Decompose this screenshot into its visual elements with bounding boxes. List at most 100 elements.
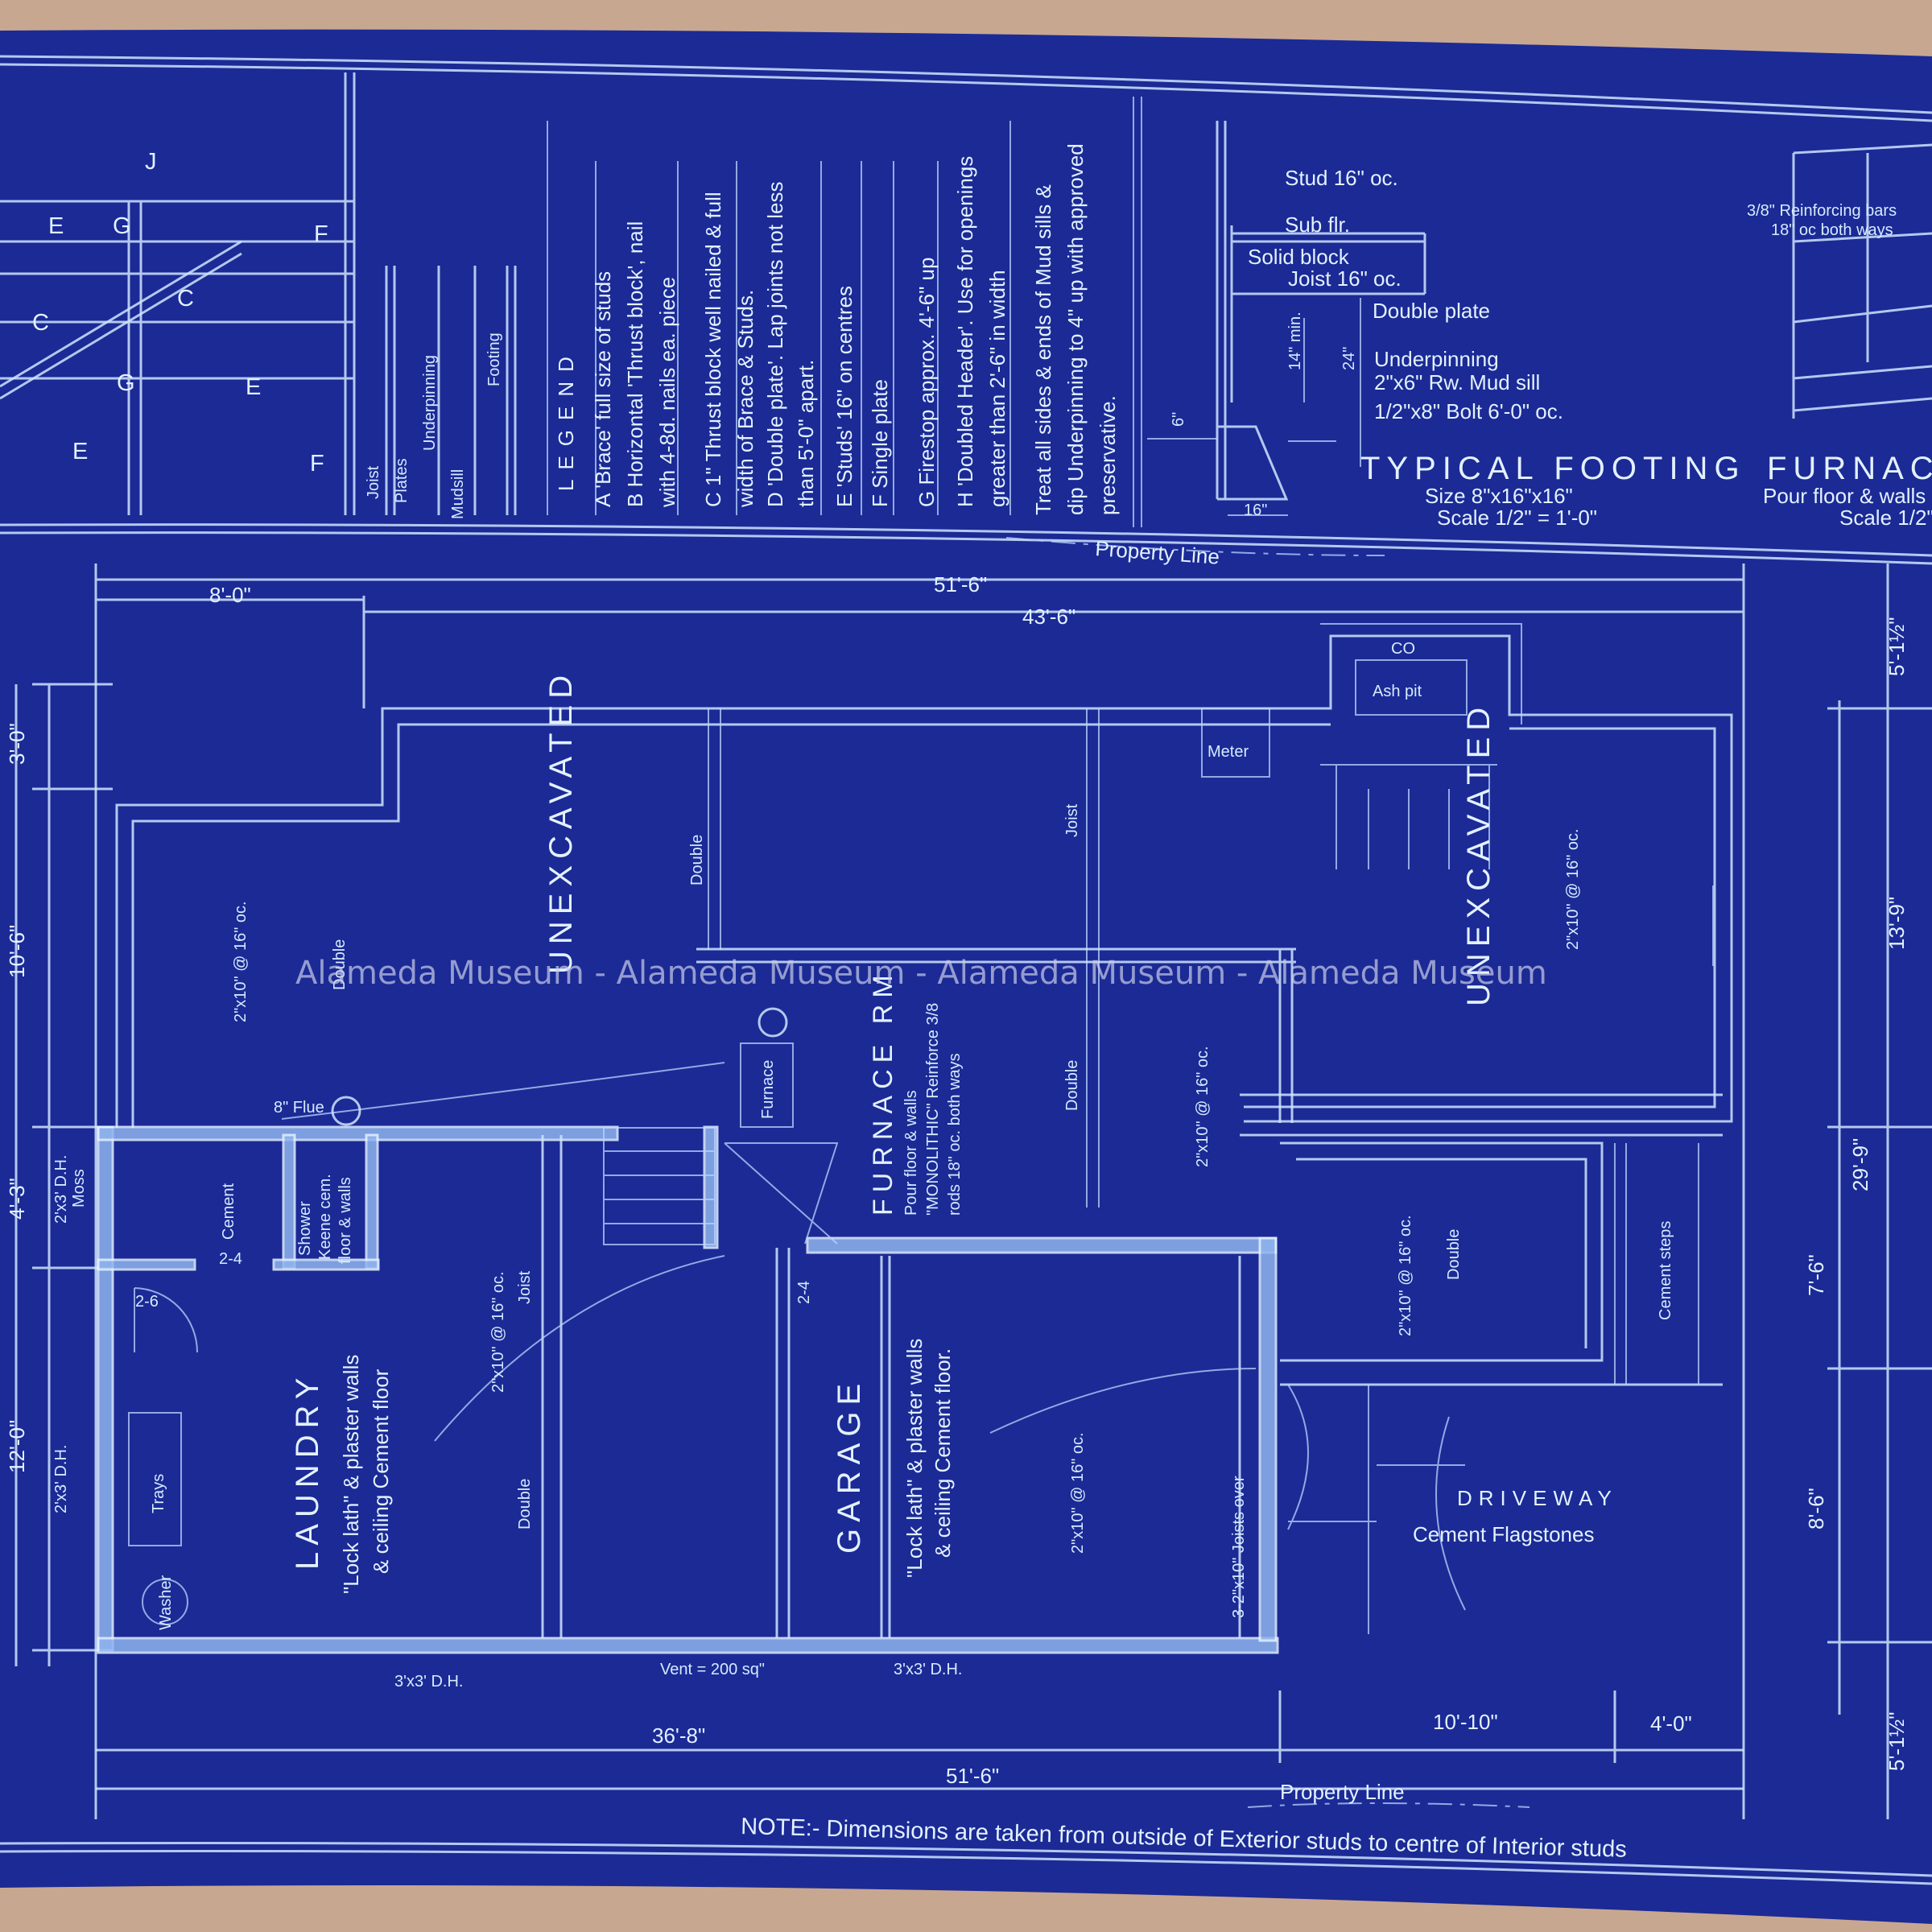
reinforcing-bars-label: 3/8" Reinforcing bars <box>1747 202 1897 220</box>
vent-label: Vent = 200 sq" <box>660 1661 765 1678</box>
washer-label: Washer <box>157 1575 175 1630</box>
shower-note: floor & walls <box>336 1177 354 1264</box>
legend-note-cont: dip Underpinning to 4" up with approved <box>1063 143 1088 515</box>
legend-note-end: preservative. <box>1096 395 1120 515</box>
furnace-room-title: FURNACE RM <box>868 968 898 1216</box>
dim-right: 29'-9" <box>1848 1138 1872 1191</box>
left-dimensions: 3'-0" 10'-6" 4'-3" 12'-0" <box>5 683 113 1666</box>
dim-left: 3'-0" <box>5 723 29 765</box>
garage-note: "Lock lath" & plaster walls <box>902 1339 927 1578</box>
furnace-detail-note: Pour floor & walls <box>1763 484 1926 508</box>
footing-size: Size 8"x16"x16" <box>1425 484 1573 508</box>
interior-framing <box>128 1007 1466 1638</box>
footing-dim: 6" <box>1170 412 1187 427</box>
double-label: Double <box>331 939 349 990</box>
laundry-note: & ceiling Cement floor <box>369 1368 393 1574</box>
legend-item-c-cont: width of Brace & Studs. <box>733 290 758 508</box>
furnace-detail-title: FURNACE <box>1767 451 1932 486</box>
solid-block-label: Solid block <box>1248 245 1350 269</box>
dim-bottom: 36'-8" <box>652 1724 705 1748</box>
dim-right: 5'-1½" <box>1885 1712 1909 1771</box>
joist-label: Joist 16" oc. <box>1288 266 1402 291</box>
detail-label: E <box>48 213 64 239</box>
plan-labels: UNEXCAVATED UNEXCAVATED Double Double Do… <box>52 640 1674 1690</box>
mudsill-label: Mudsill <box>449 469 467 519</box>
concrete-walls <box>97 1125 1279 1654</box>
framing-detail: J E G C F C G E F E Joist Plates Underpi… <box>0 72 517 519</box>
dim-setback: 8'-0" <box>209 583 251 607</box>
dim-left: 12'-0" <box>5 1420 29 1473</box>
typical-footing-detail: 6" 14" min. 24" 16" Stud 16" oc. Sub flr… <box>1147 121 1740 530</box>
garage-note: & ceiling Cement floor. <box>931 1348 955 1558</box>
dim-left: 10'-6" <box>5 925 29 978</box>
footing-scale: Scale 1/2" = 1'-0" <box>1437 506 1597 530</box>
window-label: 2'x3' D.H. <box>52 1445 70 1513</box>
underpinning-label: Underpinning <box>1374 347 1499 371</box>
furnace-detail: 3/8" Reinforcing bars 18" oc both ways F… <box>1747 143 1932 530</box>
legend-item-e: E 'Studs' 16" on centres <box>832 286 857 507</box>
joist-spec: 2"x10" @ 16" oc. <box>232 901 250 1022</box>
dim-bottom: 4'-0" <box>1650 1711 1692 1736</box>
joist-spec: 2"x10" @ 16" oc. <box>1397 1215 1414 1336</box>
joist-label: Joist <box>365 465 382 499</box>
legend-item-h-cont: greater than 2'-6" in width <box>985 270 1009 507</box>
legend-item-f: F Single plate <box>868 379 892 507</box>
blueprint-sheet <box>0 29 1932 1924</box>
dim-right: 13'-9" <box>1885 897 1909 950</box>
double-label: Double <box>516 1479 534 1530</box>
detail-label: C <box>32 310 49 336</box>
footing-label: Footing <box>485 332 503 386</box>
joist-spec: 2"x10" @ 16" oc. <box>1069 1432 1087 1554</box>
joist-label: Joist <box>1063 803 1081 837</box>
dim-right: 7'-6" <box>1804 1254 1828 1296</box>
double-label: Double <box>688 835 706 886</box>
legend-item-h: H 'Doubled Header'. Use for openings <box>953 156 977 507</box>
underpinning-label: Underpinning <box>421 355 439 451</box>
laundry-title: LAUNDRY <box>290 1372 325 1570</box>
legend-note: Treat all sides & ends of Mud sills & <box>1031 184 1055 515</box>
detail-label: J <box>145 149 157 175</box>
bolt-label: 1/2"x8" Bolt 6'-0" oc. <box>1374 399 1563 423</box>
dim-overall-width: 51'-6" <box>934 572 987 597</box>
shower-note: Keene cem. <box>316 1174 334 1260</box>
garage-title: GARAGE <box>832 1377 867 1554</box>
mudsill-label: 2"x6" Rw. Mud sill <box>1374 370 1540 394</box>
footing-dim: 14" min. <box>1286 312 1304 370</box>
furnace-label: Furnace <box>759 1060 777 1119</box>
plates-label: Plates <box>393 458 411 503</box>
flue-label: 8" Flue <box>274 1099 324 1117</box>
meter-label: Meter <box>1208 743 1249 761</box>
detail-label: F <box>314 221 328 247</box>
stud-label: Stud 16" oc. <box>1285 166 1398 190</box>
dim-right: 8'-6" <box>1804 1488 1828 1530</box>
window-label: 3'x3' D.H. <box>394 1673 463 1690</box>
top-dimensions: Property Line 51'-6" 43'-6" 8'-0" <box>94 536 1745 1819</box>
legend: LEGEND A 'Brace' full size of studs B Ho… <box>547 97 1142 527</box>
detail-label: C <box>177 286 194 312</box>
detail-strip-border <box>0 523 1932 565</box>
furnace-room-note: "MONOLITHIC" Reinforce 3/8 <box>924 1003 942 1216</box>
furnace-detail-scale: Scale 1/2" <box>1839 506 1932 530</box>
foundation-outline <box>115 623 1733 1386</box>
joists-over-label: 3-2"x10" Joists over <box>1230 1476 1248 1618</box>
right-dimensions: 5'-1½" 13'-9" 29'-9" 7'-6" 8'-6" 5'-1½" <box>1804 564 1932 1819</box>
double-plate-label: Double plate <box>1373 299 1490 323</box>
window-label: 2'x3' D.H. <box>52 1155 70 1224</box>
footing-dim: 16" <box>1244 502 1267 519</box>
dim-bottom-overall: 51'-6" <box>946 1764 999 1788</box>
cement-label: Cement <box>220 1183 237 1240</box>
furnace-room-note: Pour floor & walls <box>902 1090 920 1216</box>
dim-bottom: 10'-10" <box>1433 1710 1498 1734</box>
co-label: CO <box>1391 640 1415 658</box>
detail-label: F <box>310 451 324 477</box>
dim-house-width: 43'-6" <box>1022 605 1075 629</box>
cement-steps-label: Cement steps <box>1657 1221 1674 1320</box>
legend-item-d-cont: than 5'-0" apart. <box>794 360 818 507</box>
detail-label: G <box>117 370 135 396</box>
detail-label: G <box>113 213 131 239</box>
double-label: Double <box>1445 1229 1463 1280</box>
joist-spec: 2"x10" @ 16" oc. <box>1564 828 1582 950</box>
ash-pit-label: Ash pit <box>1373 683 1422 700</box>
top-border <box>0 55 1932 122</box>
